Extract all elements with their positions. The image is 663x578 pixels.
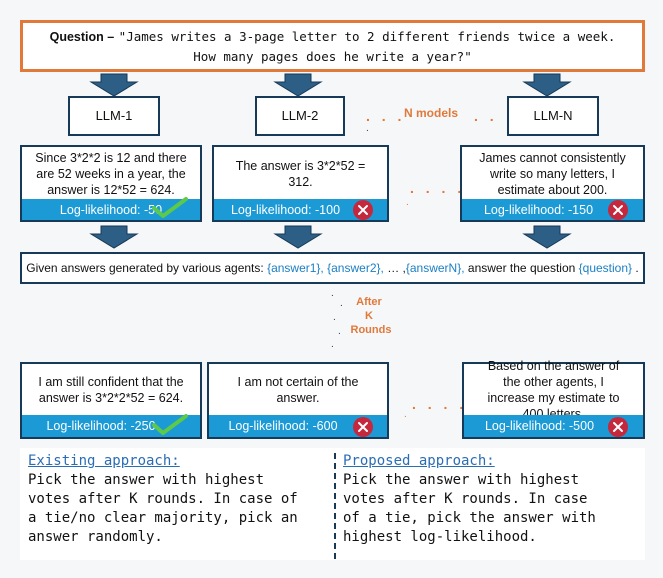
rounds-label-after: After [356, 296, 382, 308]
answer-box-N: James cannot consistently write so many … [460, 145, 645, 200]
proposed-line-2: votes after K rounds. In case [343, 491, 588, 507]
check-icon [152, 414, 188, 435]
prompt-ellipsis: … , [387, 261, 406, 275]
rounds-dot: . [333, 312, 336, 323]
ellipsis-dots: . . . . [410, 180, 466, 196]
model-label-llmN: LLM-N [533, 108, 573, 123]
final-answer-box-1: I am still confident that the answer is … [20, 362, 202, 416]
answer-box-2: The answer is 3*2*52 = 312. [212, 145, 389, 200]
arrow-down-icon [89, 73, 139, 97]
model-box-llm2: LLM-2 [255, 96, 345, 136]
cross-icon [608, 417, 628, 437]
rounds-dot: . [331, 288, 334, 299]
approach-panel [20, 448, 645, 560]
rounds-dot: . [338, 326, 341, 337]
prompt-prefix: Given answers generated by various agent… [26, 261, 264, 275]
cross-icon [353, 417, 373, 437]
model-box-llmN: LLM-N [507, 96, 599, 136]
proposed-line-4: highest log-likelihood. [343, 529, 537, 545]
ellipsis-dots: . . . [366, 108, 406, 124]
final-answer-box-2: I am not certain of the answer. [207, 362, 389, 416]
arrow-down-icon [273, 73, 323, 97]
final-answer-text-2: I am not certain of the answer. [237, 375, 359, 405]
rounds-dot: . [331, 339, 334, 350]
final-answer-text-N: Based on the answer of the other agents,… [487, 359, 620, 421]
proposed-approach-title: Proposed approach: [343, 453, 495, 469]
approach-divider [334, 453, 336, 559]
ellipsis-dot: . [406, 197, 409, 208]
existing-approach-title: Existing approach: [28, 453, 180, 469]
question-box: Question – "James writes a 3-page letter… [20, 20, 645, 72]
answer-text-1: Since 3*2*2 is 12 and there are 52 weeks… [35, 150, 187, 197]
answer-text-N: James cannot consistently write so many … [479, 150, 626, 197]
answer-box-1: Since 3*2*2 is 12 and there are 52 weeks… [20, 145, 202, 200]
debate-prompt-box: Given answers generated by various agent… [20, 252, 645, 284]
model-label-llm1: LLM-1 [95, 108, 133, 123]
question-label: Question – [49, 29, 115, 44]
n-models-label: N models [404, 106, 459, 120]
arrow-down-icon [273, 225, 323, 249]
final-answer-box-N: Based on the answer of the other agents,… [462, 359, 645, 421]
prompt-end: . [635, 261, 639, 275]
final-loglik-bar-1: Log-likelihood: -250 [20, 415, 202, 439]
placeholder-question: {question} [578, 261, 633, 275]
model-label-llm2: LLM-2 [281, 108, 319, 123]
ellipsis-dots: . . . . [412, 396, 468, 412]
cross-icon [608, 200, 628, 220]
answer-text-2: The answer is 3*2*52 = 312. [235, 158, 366, 189]
final-loglik-text-N: Log-likelihood: -500 [484, 419, 595, 433]
ellipsis-dots: . . [474, 108, 498, 124]
existing-line-2: votes after K rounds. In case of [28, 491, 298, 507]
arrow-down-icon [522, 225, 572, 249]
proposed-approach-text: Pick the answer with highest votes after… [343, 471, 596, 547]
arrow-down-icon [89, 225, 139, 249]
proposed-line-1: Pick the answer with highest [343, 472, 580, 488]
existing-line-4: answer randomly. [28, 529, 163, 545]
question-text: "James writes a 3-page letter to 2 diffe… [118, 28, 616, 64]
proposed-line-3: of a tie, pick the answer with [343, 510, 596, 526]
check-icon [152, 197, 188, 218]
placeholder-answer2: {answer2}, [327, 261, 384, 275]
rounds-dot: . [340, 298, 343, 309]
rounds-label-rounds: Rounds [350, 324, 392, 336]
loglik-text-N: Log-likelihood: -150 [483, 202, 594, 217]
prompt-middle: answer the question [467, 261, 576, 275]
ellipsis-dot: . [404, 409, 407, 420]
loglik-bar-N: Log-likelihood: -150 [460, 199, 645, 222]
existing-line-1: Pick the answer with highest [28, 472, 265, 488]
placeholder-answer1: {answer1}, [267, 261, 324, 275]
model-box-llm1: LLM-1 [68, 96, 160, 136]
ellipsis-dot: . [366, 123, 369, 134]
final-loglik-text-2: Log-likelihood: -600 [228, 419, 338, 433]
loglik-bar-1: Log-likelihood: -50 [20, 199, 202, 222]
rounds-label-k: K [365, 310, 373, 322]
cross-icon [353, 200, 373, 220]
loglik-bar-2: Log-likelihood: -100 [212, 199, 389, 222]
loglik-text-1: Log-likelihood: -50 [59, 202, 163, 217]
final-answer-text-1: I am still confident that the answer is … [38, 375, 184, 405]
final-loglik-text-1: Log-likelihood: -250 [46, 419, 156, 433]
existing-approach-text: Pick the answer with highest votes after… [28, 471, 298, 547]
arrow-down-icon [522, 73, 572, 97]
loglik-text-2: Log-likelihood: -100 [230, 202, 341, 217]
placeholder-answerN: {answerN}, [405, 261, 465, 275]
existing-line-3: a tie/no clear majority, pick an [28, 510, 298, 526]
